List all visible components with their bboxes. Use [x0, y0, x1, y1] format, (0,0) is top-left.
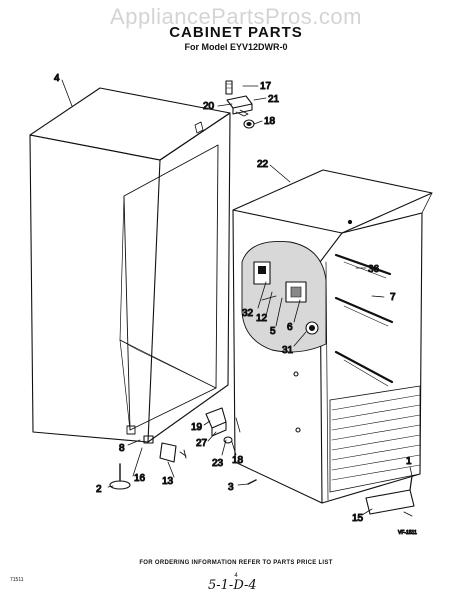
- callout-19: 19: [191, 422, 203, 433]
- callout-36: 36: [368, 264, 380, 275]
- callout-23: 23: [212, 458, 224, 469]
- lower-small-parts: [109, 435, 415, 517]
- callout-20: 20: [203, 101, 215, 112]
- control-housing-detail: [241, 240, 327, 353]
- document-code: 71511: [10, 577, 24, 583]
- callout-2: 2: [96, 484, 102, 495]
- model-subtitle: For Model EYV12DWR-0: [184, 42, 288, 52]
- callout-8: 8: [119, 443, 125, 454]
- page-number: 4: [234, 573, 238, 579]
- callout-1: 1: [406, 456, 412, 467]
- handwritten-annotation: 5-1-D-4: [208, 578, 257, 593]
- callout-5: 5: [270, 326, 276, 337]
- cabinet-liner: [29, 87, 231, 443]
- callout-31: 31: [282, 345, 294, 356]
- callout-21: 21: [268, 94, 280, 105]
- drawing-code: VF-1511: [398, 530, 417, 536]
- callout-7: 7: [390, 292, 396, 303]
- callout-6: 6: [287, 322, 293, 333]
- callout-13: 13: [162, 476, 174, 487]
- callout-32: 32: [242, 308, 254, 319]
- bottom-hinge-assembly: [205, 407, 241, 444]
- callout-27: 27: [196, 438, 208, 449]
- callout-3: 3: [228, 482, 234, 493]
- callout-18-top: 18: [264, 116, 276, 127]
- watermark: AppliancePartsPros.com: [110, 4, 362, 29]
- callout-22: 22: [257, 159, 269, 170]
- page-title: CABINET PARTS: [169, 24, 303, 41]
- leader-lines: [61, 79, 413, 516]
- callout-12: 12: [256, 313, 268, 324]
- callout-16: 16: [134, 473, 146, 484]
- ordering-note: FOR ORDERING INFORMATION REFER TO PARTS …: [139, 560, 333, 566]
- callout-18-bottom: 18: [232, 455, 244, 466]
- callout-4: 4: [54, 73, 60, 84]
- callout-15: 15: [352, 513, 364, 524]
- callout-17: 17: [260, 81, 272, 92]
